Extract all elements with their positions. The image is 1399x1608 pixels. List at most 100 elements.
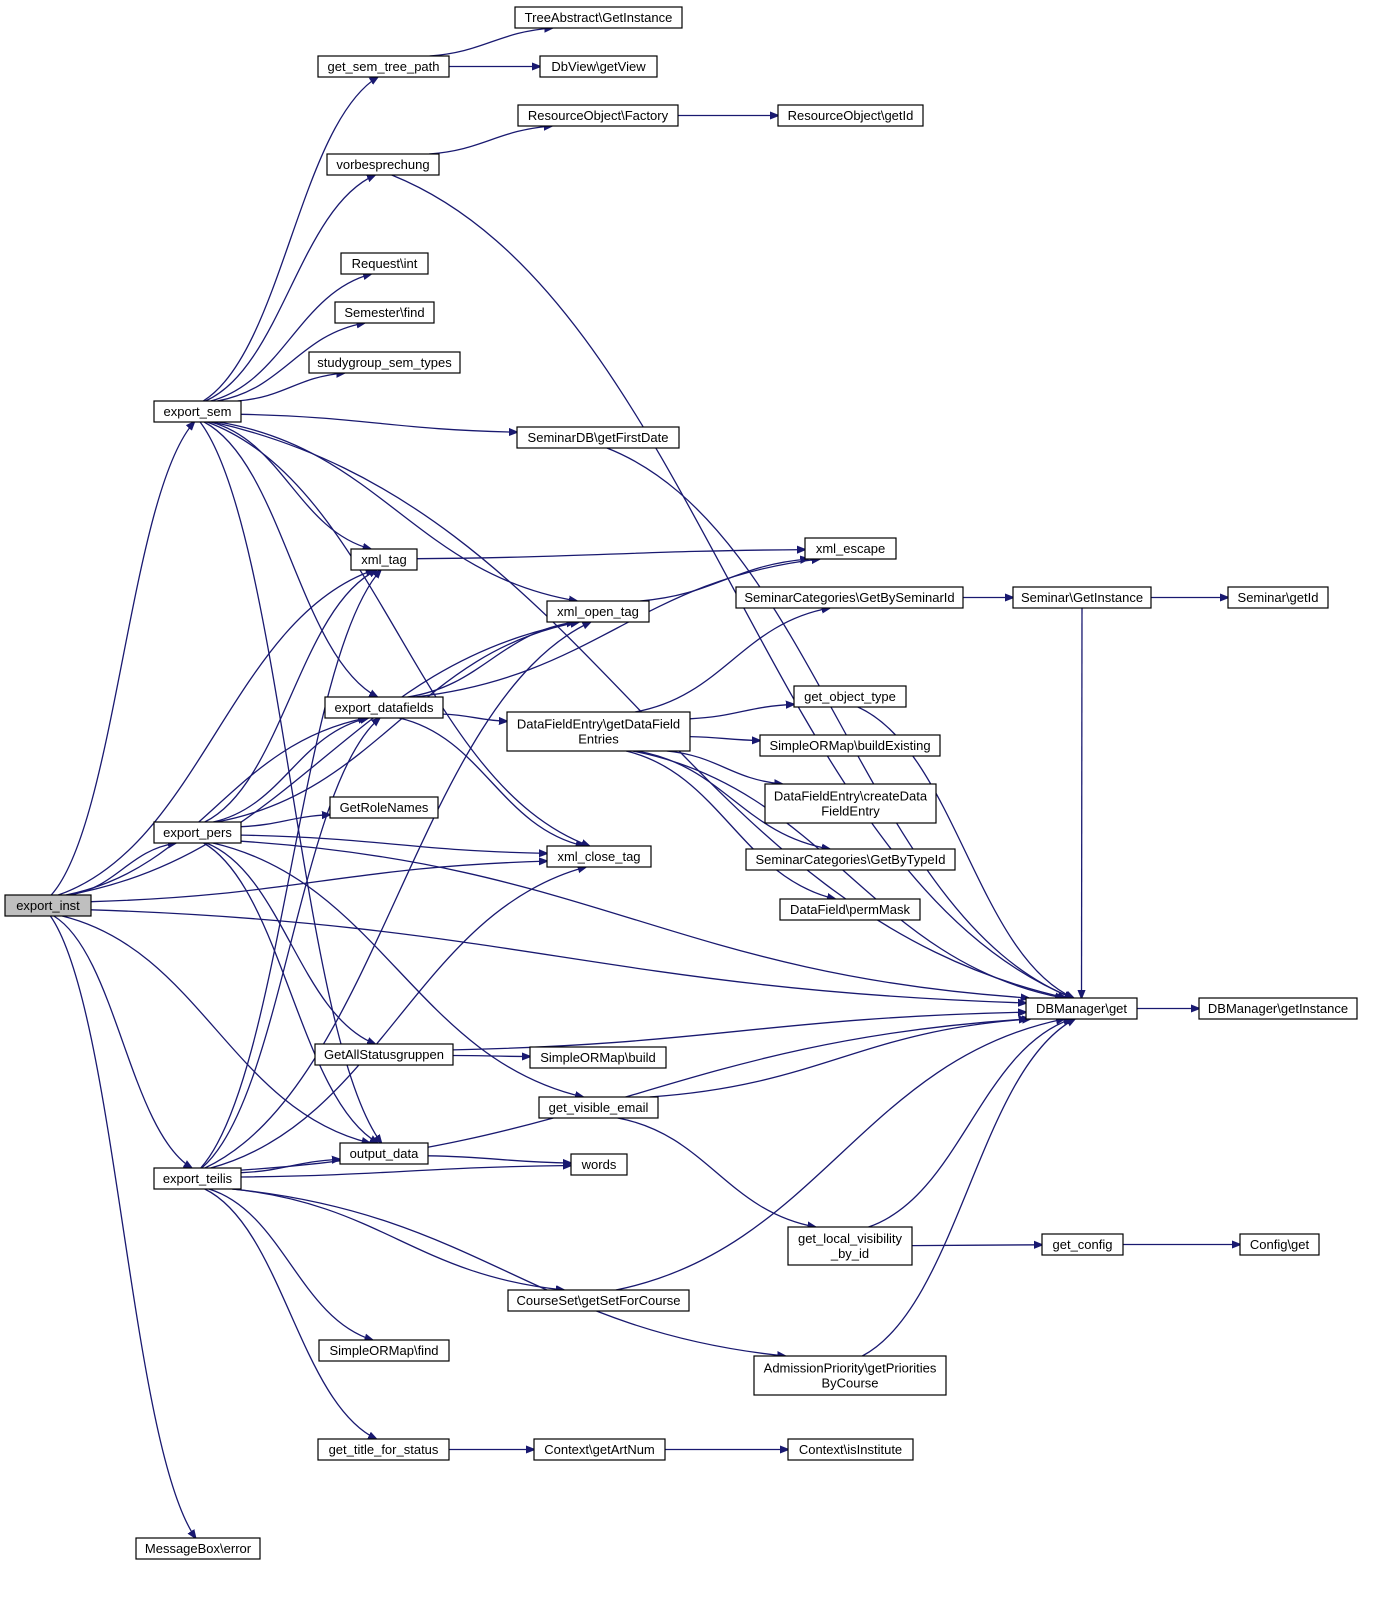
node-dbmanager-getinstance[interactable]: DBManager\getInstance	[1198, 997, 1358, 1020]
node-xml-open-tag[interactable]: xml_open_tag	[546, 600, 650, 623]
node-box	[339, 1142, 429, 1165]
node-seminarcategories-getbytypeid[interactable]: SeminarCategories\GetByTypeId	[745, 848, 956, 871]
edge-export_inst-to-export_datafields	[65, 718, 366, 896]
edge-export_pers-to-xml_open_tag	[216, 622, 580, 823]
node-label: _by_id	[830, 1246, 869, 1261]
node-dbmanager-get[interactable]: DBManager\get	[1025, 997, 1138, 1020]
node-get-sem-tree-path[interactable]: get_sem_tree_path	[317, 55, 450, 78]
node-seminardb-getfirstdate[interactable]: SeminarDB\getFirstDate	[516, 426, 680, 449]
node-context-getartnum[interactable]: Context\getArtNum	[533, 1438, 666, 1461]
edge-export_sem-to-dbmanager_get	[212, 421, 1066, 998]
node-box	[326, 153, 440, 176]
node-export-teilis[interactable]: export_teilis	[153, 1167, 242, 1190]
node-box	[539, 55, 658, 78]
edge-datafieldentry_getdatafieldentries-to-dbmanager_get	[632, 750, 1064, 998]
node-label: vorbesprechung	[336, 157, 429, 172]
node-box	[350, 548, 418, 571]
node-xml-close-tag[interactable]: xml_close_tag	[546, 845, 652, 868]
node-box	[153, 400, 242, 423]
node-messagebox-error[interactable]: MessageBox\error	[135, 1537, 261, 1560]
node-get-visible-email[interactable]: get_visible_email	[538, 1096, 659, 1119]
edge-export_teilis-to-get_title_for_status	[204, 1188, 377, 1439]
node-label: SimpleORMap\build	[540, 1050, 656, 1065]
node-box	[787, 1438, 914, 1461]
node-simpleormap-find[interactable]: SimpleORMap\find	[318, 1339, 450, 1362]
edge-export_sem-to-export_datafields	[203, 421, 377, 697]
node-request-int[interactable]: Request\int	[340, 252, 429, 275]
node-box	[753, 1355, 947, 1396]
edge-export_inst-to-xml_open_tag	[67, 622, 579, 896]
edge-export_sem-to-get_sem_tree_path	[202, 77, 378, 402]
node-label: DataField\permMask	[790, 902, 910, 917]
node-datafield-permmask[interactable]: DataField\permMask	[779, 898, 921, 921]
edge-get_object_type-to-dbmanager_get	[857, 706, 1074, 998]
node-export-pers[interactable]: export_pers	[153, 821, 242, 844]
node-get-object-type[interactable]: get_object_type	[793, 685, 907, 708]
node-box	[787, 1226, 913, 1266]
node-getrolenames[interactable]: GetRoleNames	[329, 796, 439, 819]
node-resourceobject-factory[interactable]: ResourceObject\Factory	[517, 104, 679, 127]
edge-export_inst-to-xml_tag	[57, 570, 374, 896]
edge-get_visible_email-to-get_local_visibility_by_id	[617, 1117, 816, 1227]
node-export-sem[interactable]: export_sem	[153, 400, 242, 423]
node-label: CourseSet\getSetForCourse	[516, 1293, 680, 1308]
node-seminarcategories-getbyseminarid[interactable]: SeminarCategories\GetBySeminarId	[735, 586, 964, 609]
node-semester-find[interactable]: Semester\find	[334, 301, 435, 324]
node-label: get_title_for_status	[329, 1442, 439, 1457]
node-context-isinstitute[interactable]: Context\isInstitute	[787, 1438, 914, 1461]
node-courseset-getsetforcourse[interactable]: CourseSet\getSetForCourse	[507, 1289, 690, 1312]
node-output-data[interactable]: output_data	[339, 1142, 429, 1165]
node-xml-escape[interactable]: xml_escape	[804, 537, 897, 560]
node-words[interactable]: words	[570, 1153, 628, 1176]
node-dbview-getview[interactable]: DbView\getView	[539, 55, 658, 78]
node-get-local-visibility-by-id[interactable]: get_local_visibility_by_id	[787, 1226, 913, 1266]
node-box	[317, 55, 450, 78]
node-treeabstract-getinstance[interactable]: TreeAbstract\GetInstance	[514, 6, 683, 29]
node-box	[538, 1096, 659, 1119]
node-resourceobject-getid[interactable]: ResourceObject\getId	[777, 104, 924, 127]
node-get-title-for-status[interactable]: get_title_for_status	[317, 1438, 450, 1461]
node-label: get_sem_tree_path	[327, 59, 439, 74]
node-box	[804, 537, 897, 560]
edge-export_sem-to-xml_tag	[210, 421, 371, 549]
edge-datafieldentry_getdatafieldentries-to-datafieldentry_createdatafieldentry	[666, 750, 783, 784]
node-box	[318, 1339, 450, 1362]
node-export-datafields[interactable]: export_datafields	[324, 696, 444, 719]
node-getallstatusgruppen[interactable]: GetAllStatusgruppen	[314, 1043, 454, 1066]
edge-export_sem-to-xml_open_tag	[218, 421, 578, 601]
node-simpleormap-buildexisting[interactable]: SimpleORMap\buildExisting	[759, 734, 941, 757]
node-studygroup-sem-types[interactable]: studygroup_sem_types	[308, 351, 461, 374]
node-config-get[interactable]: Config\get	[1239, 1233, 1320, 1256]
node-label: Context\isInstitute	[799, 1442, 902, 1457]
node-box	[516, 426, 680, 449]
node-box	[4, 894, 92, 917]
node-get-config[interactable]: get_config	[1041, 1233, 1124, 1256]
edge-export_pers-to-get_visible_email	[212, 842, 583, 1097]
node-label: Context\getArtNum	[544, 1442, 655, 1457]
edge-export_teilis-to-xml_tag	[200, 570, 381, 1169]
edge-export_pers-to-output_data	[203, 842, 378, 1143]
node-label: Entries	[578, 732, 619, 747]
node-seminar-getid[interactable]: Seminar\getId	[1227, 586, 1329, 609]
node-box	[153, 821, 242, 844]
edge-export_pers-to-getrolenames	[240, 815, 330, 828]
node-box	[153, 1167, 242, 1190]
edge-export_inst-to-export_pers	[69, 843, 177, 896]
edge-datafieldentry_getdatafieldentries-to-datafield_permmask	[625, 750, 835, 899]
edge-courseset_getsetforcourse-to-dbmanager_get	[615, 1019, 1064, 1291]
node-export-inst[interactable]: export_inst	[4, 894, 92, 917]
edge-export_teilis-to-words	[240, 1166, 571, 1178]
node-box	[314, 1043, 454, 1066]
node-label: export_pers	[163, 825, 232, 840]
node-box	[1041, 1233, 1124, 1256]
node-label: export_sem	[164, 404, 232, 419]
node-simpleormap-build[interactable]: SimpleORMap\build	[529, 1046, 667, 1069]
node-label: AdmissionPriority\getPriorities	[764, 1361, 937, 1376]
node-seminar-getinstance[interactable]: Seminar\GetInstance	[1012, 586, 1152, 609]
node-xml-tag[interactable]: xml_tag	[350, 548, 418, 571]
node-vorbesprechung[interactable]: vorbesprechung	[326, 153, 440, 176]
